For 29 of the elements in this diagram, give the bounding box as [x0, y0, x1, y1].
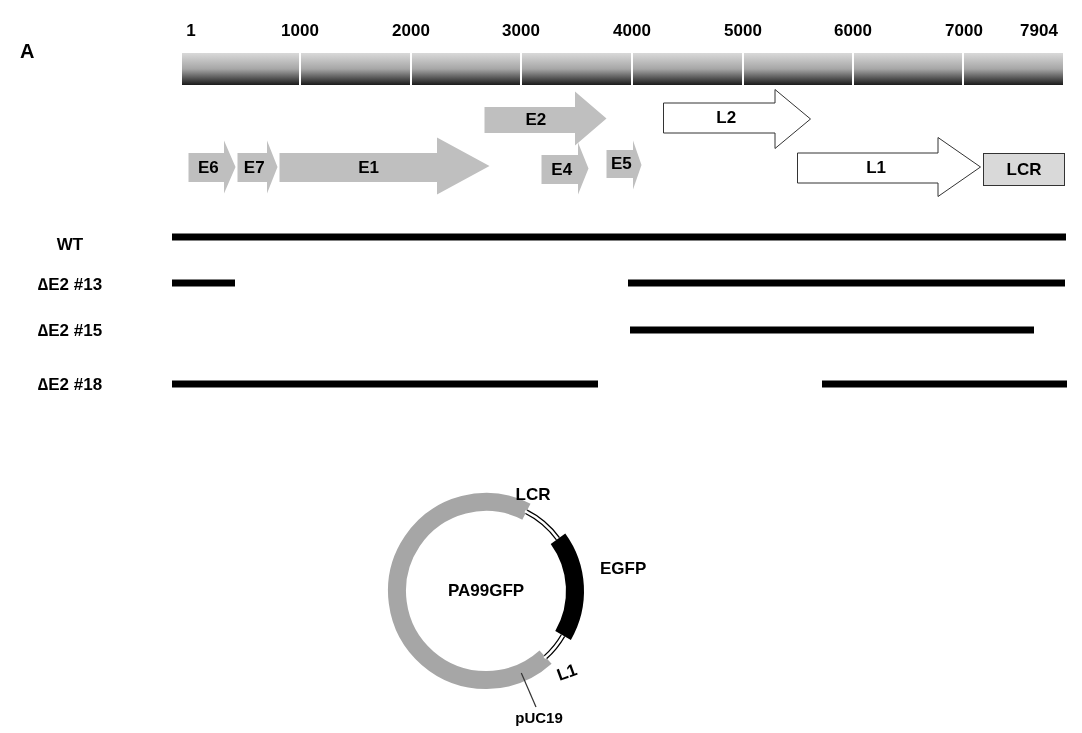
- track-label: ∆E2 #13: [37, 274, 103, 296]
- gene-label: E7: [243, 156, 265, 179]
- gene-label: E4: [551, 158, 573, 181]
- gene-label: E6: [198, 156, 219, 179]
- gene-label: E1: [358, 156, 379, 179]
- segment-label: pUC19: [515, 707, 563, 728]
- scale-tick-label: 4000: [613, 20, 651, 42]
- gene-label: E5: [610, 153, 632, 176]
- segment-label: EGFP: [600, 558, 647, 580]
- gene-label: E2: [525, 109, 547, 132]
- scale-tick-label: 2000: [392, 20, 430, 42]
- scale-tick-label: 3000: [502, 20, 540, 42]
- scale-tick-label: 1: [186, 20, 196, 42]
- track-label: ∆E2 #18: [37, 374, 103, 396]
- segment-label: LCR: [515, 484, 551, 506]
- scale-tick-label: 6000: [834, 20, 872, 42]
- scale-tick-label: 5000: [724, 20, 762, 42]
- gene-label: L2: [716, 107, 737, 130]
- track-label: WT: [56, 234, 84, 256]
- scale-tick-label: 7000: [945, 20, 983, 42]
- scale-tick-label: 1000: [281, 20, 319, 42]
- plasmid-name: PA99GFP: [447, 580, 525, 603]
- gene-label: L1: [866, 157, 886, 180]
- leader-line: [520, 672, 537, 708]
- panel-label: A: [20, 39, 35, 64]
- gene-label: LCR: [1006, 158, 1042, 181]
- segment-label: L1: [553, 659, 581, 687]
- track-label: ∆E2 #15: [37, 320, 103, 342]
- scale-tick-label: 7904: [1020, 20, 1058, 42]
